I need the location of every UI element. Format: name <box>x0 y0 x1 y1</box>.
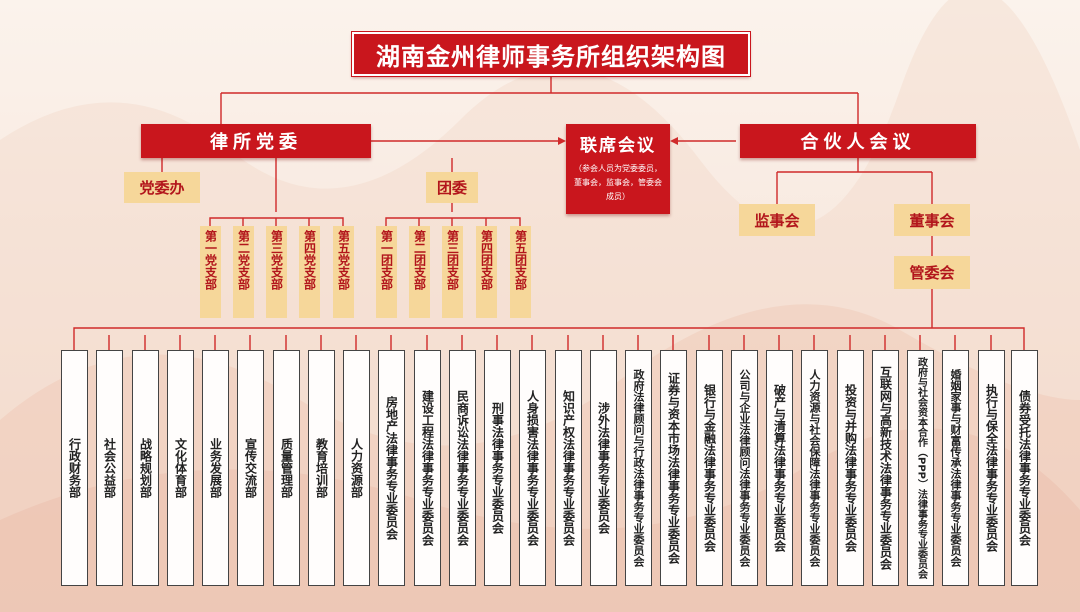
department-box: 宣传交流部 <box>237 350 264 586</box>
department-box: 婚姻家事与财富传承法律事务专业委员会 <box>942 350 969 586</box>
league-branch-5: 第五团支部 <box>510 226 531 318</box>
partner-meeting-box: 合伙人会议 <box>740 124 976 158</box>
party-branch-1: 第一党支部 <box>200 226 221 318</box>
party-branch-5: 第五党支部 <box>333 226 354 318</box>
department-box: 人身损害法律事务专业委员会 <box>519 350 546 586</box>
department-box: 公司与企业法律顾问法律事务专业委员会 <box>731 350 758 586</box>
department-box: 民商诉讼法律事务专业委员会 <box>449 350 476 586</box>
department-box: 社会公益部 <box>96 350 123 586</box>
department-box: 刑事法律事务专业委员会 <box>484 350 511 586</box>
department-box: 行政财务部 <box>61 350 88 586</box>
department-box: 执行与保全法律事务专业委员会 <box>978 350 1005 586</box>
department-box: 政府法律顾问与行政法律事务专业委员会 <box>625 350 652 586</box>
department-box: 房地产法律事务专业委员会 <box>378 350 405 586</box>
party-branch-4: 第四党支部 <box>299 226 320 318</box>
department-box: 债券受托法律事务专业委员会 <box>1011 350 1038 586</box>
department-box: 投资与并购法律事务专业委员会 <box>837 350 864 586</box>
department-box: 互联网与高新技术法律事务专业委员会 <box>872 350 899 586</box>
joint-meeting-title: 联席会议 <box>580 136 656 156</box>
department-box: 文化体育部 <box>167 350 194 586</box>
board-of-directors-box: 董事会 <box>894 204 970 236</box>
youth-league-box: 团委 <box>426 172 478 203</box>
league-branch-4: 第四团支部 <box>476 226 497 318</box>
department-box: 涉外法律事务专业委员会 <box>590 350 617 586</box>
department-box: 战略规划部 <box>132 350 159 586</box>
chart-title: 湖南金州律师事务所组织架构图 <box>351 31 751 77</box>
party-branch-3: 第三党支部 <box>266 226 287 318</box>
department-box: 教育培训部 <box>308 350 335 586</box>
joint-meeting-note: （参会人员为党委委员，董事会，监事会，管委会成员） <box>574 164 662 201</box>
department-box: 业务发展部 <box>202 350 229 586</box>
department-box: 质量管理部 <box>273 350 300 586</box>
supervisory-board-box: 监事会 <box>739 204 815 236</box>
department-box: 证券与资本市场法律事务专业委员会 <box>660 350 687 586</box>
party-branch-2: 第二党支部 <box>233 226 254 318</box>
department-box: 建设工程法律事务专业委员会 <box>414 350 441 586</box>
party-office-box: 党委办 <box>124 172 200 203</box>
management-committee-box: 管委会 <box>894 256 970 289</box>
league-branch-3: 第三团支部 <box>442 226 463 318</box>
league-branch-2: 第二团支部 <box>409 226 430 318</box>
department-box: 人力资源与社会保障法律事务专业委员会 <box>801 350 828 586</box>
department-box: 人力资源部 <box>343 350 370 586</box>
department-box: 政府与社会资本合作（PPP）法律事务专业委员会 <box>907 350 934 586</box>
department-box: 破产与清算法律事务专业委员会 <box>766 350 793 586</box>
department-box: 银行与金融法律事务专业委员会 <box>696 350 723 586</box>
joint-meeting-box: 联席会议 （参会人员为党委委员，董事会，监事会，管委会成员） <box>566 124 670 214</box>
department-box: 知识产权法律事务专业委员会 <box>555 350 582 586</box>
league-branch-1: 第一团支部 <box>376 226 397 318</box>
party-committee-box: 律所党委 <box>141 124 371 158</box>
